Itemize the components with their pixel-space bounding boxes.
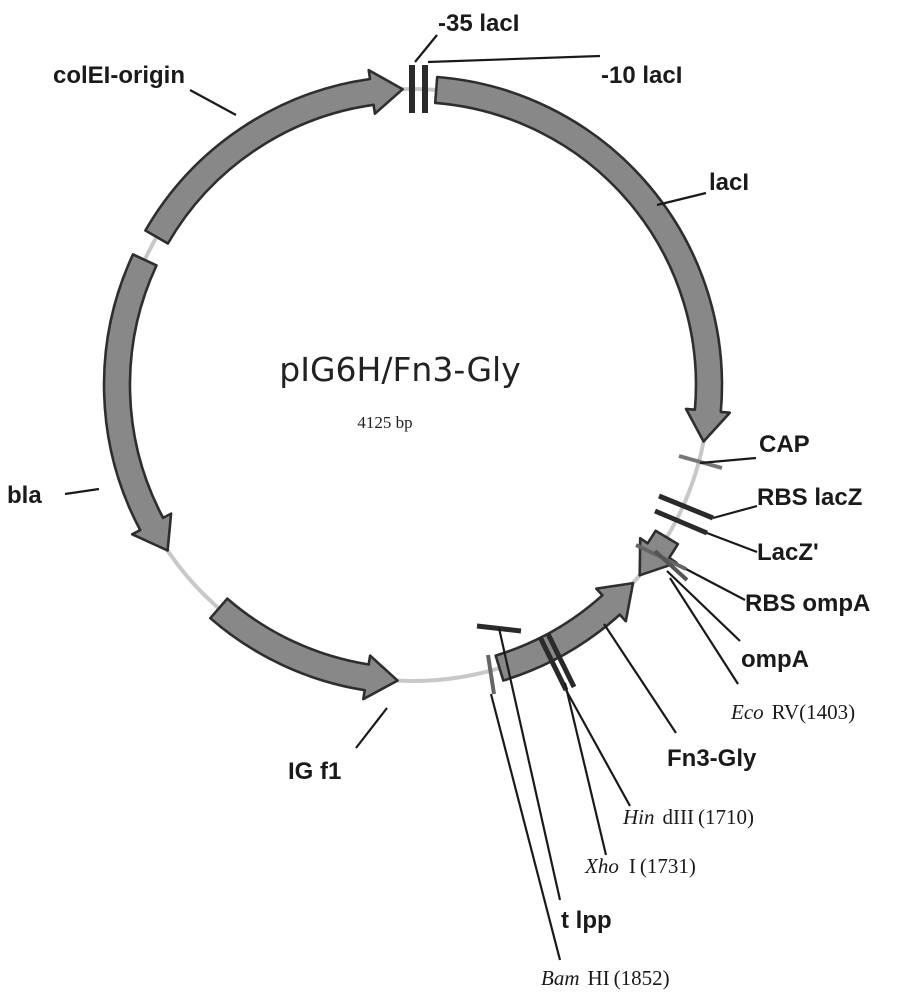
marker-fn3-junction-2[interactable] — [545, 632, 577, 689]
marker-bamhi[interactable] — [486, 654, 496, 695]
marker-fn3-junction-1[interactable] — [537, 635, 569, 692]
feature-arrow-bla[interactable] — [102, 253, 173, 552]
marker-ecorv[interactable] — [653, 549, 689, 582]
marker-lacz[interactable] — [654, 508, 708, 536]
label-rbs-lacz: RBS lacZ — [757, 484, 862, 511]
label-35-laci: -35 lacI — [438, 10, 519, 37]
label-ig-f1: IG f1 — [288, 758, 341, 785]
label-10-laci: -10 lacI — [601, 62, 682, 89]
leader-lines — [64, 34, 758, 961]
plasmid-name: pIG6H/Fn3-Gly — [279, 350, 520, 389]
label-lacz: LacZ' — [757, 539, 819, 566]
marker-rbs-lacz[interactable] — [658, 493, 714, 521]
plasmid-size: 4125 bp — [357, 413, 412, 432]
feature-arrow-lacI[interactable] — [433, 75, 732, 443]
label-t-lpp: t lpp — [561, 907, 612, 934]
label-fn3-gly: Fn3-Gly — [667, 745, 757, 772]
feature-arrow-fn3-gly[interactable] — [494, 581, 635, 682]
label-rbs-ompa: RBS ompA — [745, 590, 870, 617]
label-laci: lacI — [709, 169, 749, 196]
feature-arrow-ig-f1[interactable] — [209, 597, 399, 701]
label-coleI-origin: colEI-origin — [53, 62, 185, 89]
feature-arrow-colE1-origin[interactable] — [144, 68, 404, 245]
label-cap: CAP — [759, 431, 810, 458]
label-bla: bla — [7, 482, 42, 509]
label-ompa: ompA — [741, 646, 809, 673]
